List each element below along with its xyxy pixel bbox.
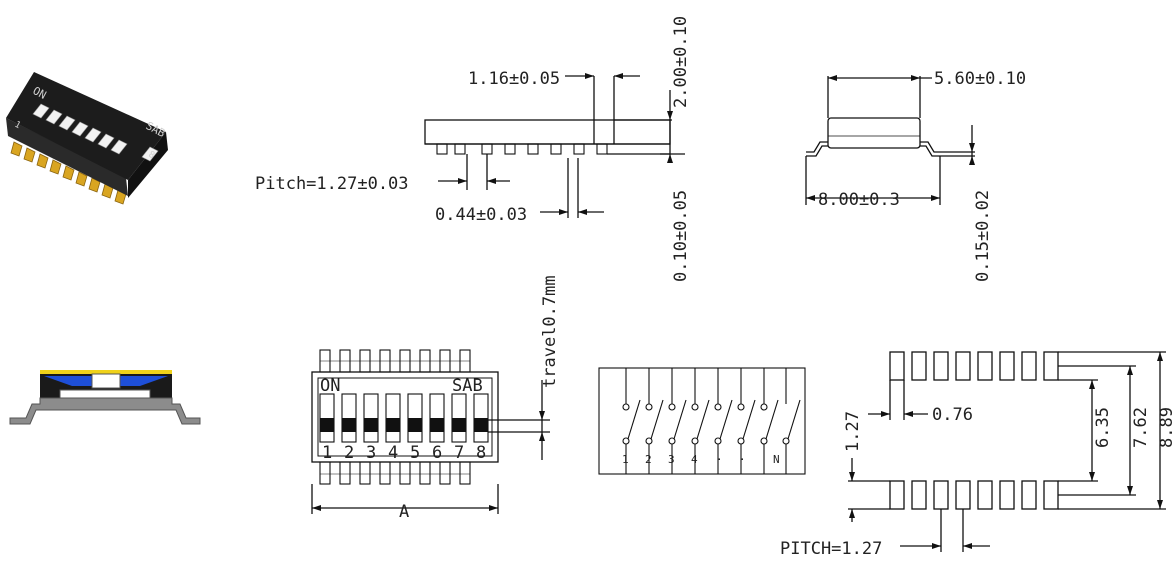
end-view-body: [827, 117, 921, 149]
cross-section: [9, 370, 201, 425]
end-view-arrows: [806, 75, 975, 201]
lead-width-dimension: 1.16±0.05: [468, 69, 560, 89]
photo-number-1: 1: [13, 120, 22, 131]
switch-number-5: 5: [410, 443, 420, 463]
pitch-side-dimension: Pitch=1.27±0.03: [255, 174, 409, 194]
end-view-left-lead: [806, 145, 828, 157]
top-view-brand-label: SAB: [452, 376, 483, 396]
schematic-switches: [622, 368, 801, 474]
end-view-right-lead: [920, 145, 975, 157]
end-view: [805, 76, 975, 205]
switch-number-8: 8: [476, 443, 486, 463]
top-view-switch-numbers: 1 2 3 4 5 6 7 8: [322, 443, 486, 463]
switch-number-1: 1: [322, 443, 332, 463]
pad-layout-top-row: [889, 351, 1059, 381]
coplanarity-dimension: 0.15±0.02: [973, 190, 993, 282]
switch-number-3: 3: [366, 443, 376, 463]
section-lead-frame: [9, 397, 201, 425]
schematic-frame: [598, 367, 806, 475]
schematic-pin-n: N: [773, 453, 780, 466]
height-dimension: 2.00±0.10: [671, 16, 691, 108]
section-blue-left: [44, 376, 92, 386]
length-dimension: A: [399, 502, 409, 522]
travel-dimension: travel0.7mm: [540, 275, 560, 388]
side-view-arrows: [458, 73, 673, 215]
pad-layout: [848, 351, 1166, 552]
top-view: [311, 349, 550, 514]
standoff-dimension: 0.10±0.05: [671, 190, 691, 282]
product-photo: ON SAB 1 8: [6, 72, 168, 205]
top-view-upper-pins: [319, 349, 471, 373]
section-blue-right: [120, 376, 168, 386]
pad-layout-bottom-row: [889, 480, 1059, 510]
top-view-actuators: [312, 411, 545, 511]
schematic: [598, 367, 806, 475]
schematic-pin-2: 2: [645, 453, 652, 466]
span-dimension: 8.00±0.3: [818, 190, 900, 210]
side-view-body: [424, 119, 671, 145]
switch-number-4: 4: [388, 443, 398, 463]
side-view-leads: [436, 143, 608, 155]
photo-number-8: 8: [147, 150, 156, 161]
body-width-dimension: 5.60±0.10: [934, 69, 1026, 89]
top-view-lower-pins: [319, 461, 471, 485]
schematic-pin-dot-1: ·: [716, 453, 723, 466]
pad-pitch-dimension: PITCH=1.27: [780, 539, 882, 559]
photo-body-side: [6, 118, 128, 196]
photo-on-label: ON: [31, 84, 49, 102]
lead-thickness-dimension: 0.44±0.03: [435, 205, 527, 225]
top-view-on-label: ON: [320, 376, 340, 396]
photo-switch-knobs: [32, 103, 159, 162]
schematic-pin-4: 4: [691, 453, 698, 466]
section-yellow-cover: [40, 370, 172, 374]
side-view: [424, 75, 685, 218]
pad-width-dimension: 0.76: [932, 405, 973, 425]
pad-layout-arrows: [849, 352, 1163, 549]
schematic-pin-dot-2: ·: [739, 453, 746, 466]
pad-vertical-pitch-dimension: 1.27: [843, 411, 863, 452]
schematic-pin-3: 3: [668, 453, 675, 466]
schematic-pin-1: 1: [622, 453, 629, 466]
pad-span-mid-dimension: 7.62: [1131, 407, 1151, 448]
schematic-pin-labels: 1 2 3 4 · · N: [622, 453, 780, 466]
switch-number-7: 7: [454, 443, 464, 463]
switch-number-2: 2: [344, 443, 354, 463]
switch-number-6: 6: [432, 443, 442, 463]
section-actuator: [91, 373, 121, 389]
pad-span-outer-dimension: 8.89: [1157, 407, 1175, 448]
pad-span-inner-dimension: 6.35: [1093, 407, 1113, 448]
section-contact: [59, 389, 151, 399]
photo-gold-leads: [10, 141, 127, 205]
